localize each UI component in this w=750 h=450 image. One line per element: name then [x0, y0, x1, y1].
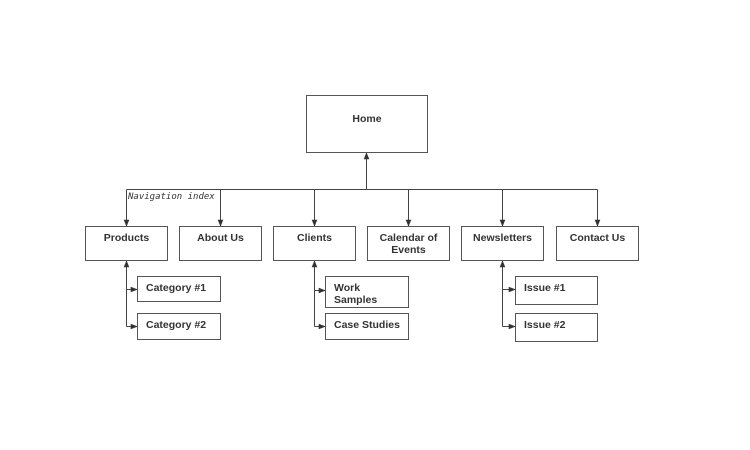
- issue-1-node: Issue #1: [515, 276, 598, 305]
- clients-node: Clients: [273, 226, 356, 261]
- case-studies-node: Case Studies: [325, 313, 409, 340]
- newsletters-node: Newsletters: [461, 226, 544, 261]
- category-2-node: Category #2: [137, 313, 221, 340]
- about-us-node: About Us: [179, 226, 262, 261]
- products-node: Products: [85, 226, 168, 261]
- issue-2-node: Issue #2: [515, 313, 598, 342]
- work-samples-node: Work Samples: [325, 276, 409, 308]
- navigation-index-label: Navigation index: [128, 192, 215, 202]
- home-node: Home: [306, 95, 428, 153]
- contact-us-node: Contact Us: [556, 226, 639, 261]
- calendar-of-events-node: Calendar of Events: [367, 226, 450, 261]
- category-1-node: Category #1: [137, 276, 221, 302]
